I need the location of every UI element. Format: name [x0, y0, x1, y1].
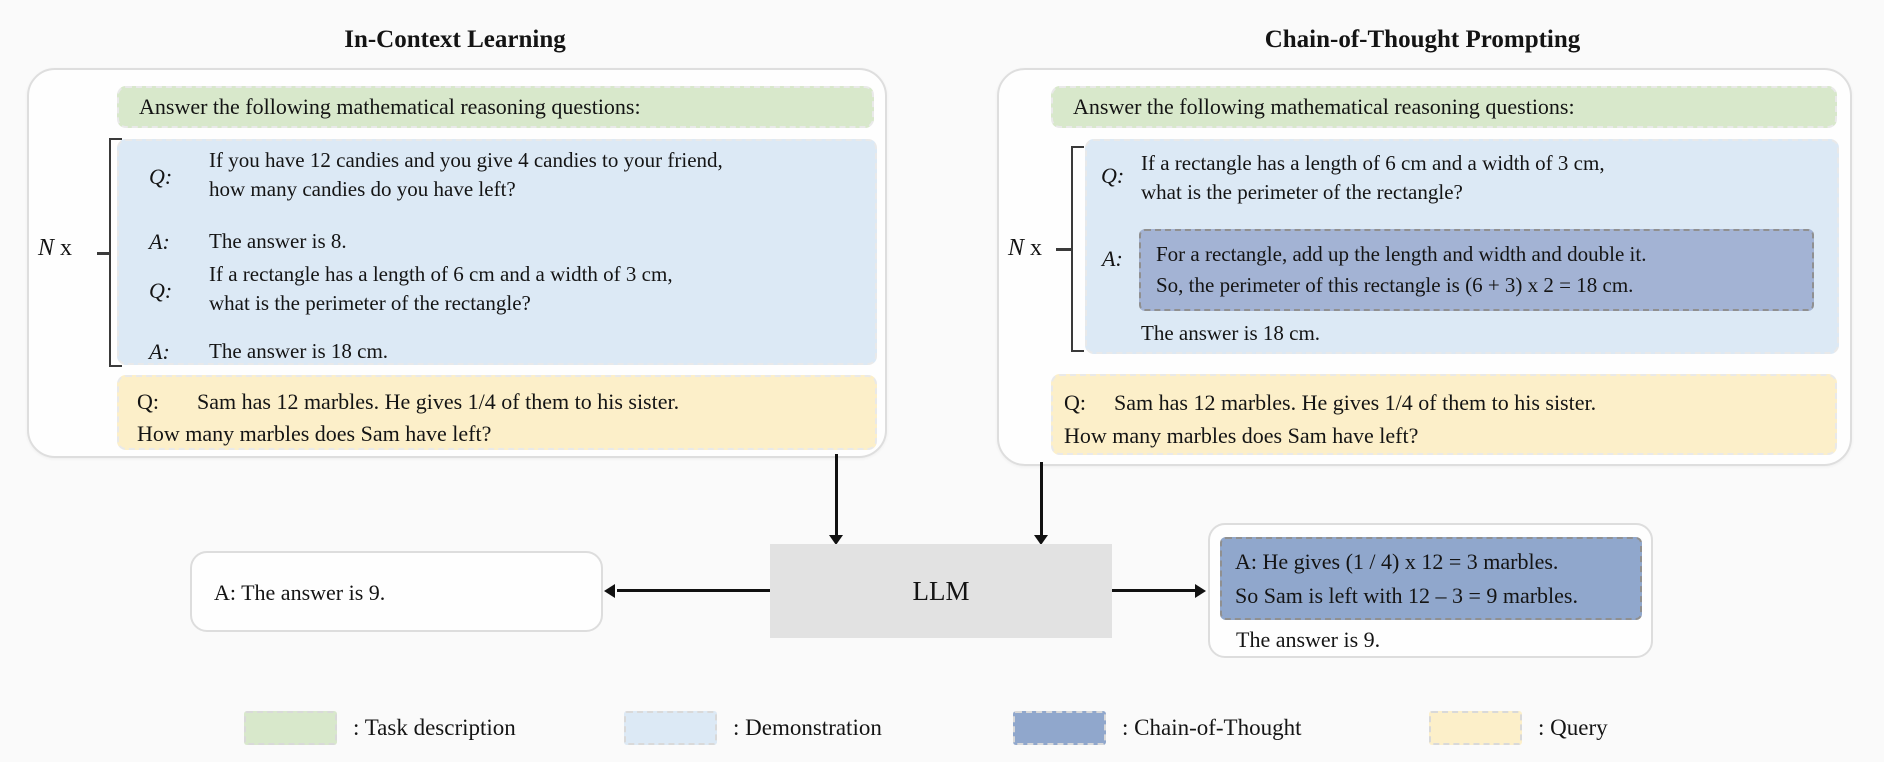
legend-label-demonstration: : Demonstration [733, 715, 882, 740]
cot-query-label: Q: [1064, 390, 1086, 415]
cot-answer-line: The answer is 18 cm. [1141, 321, 1321, 345]
legend-item-task-description: : Task description [244, 711, 516, 745]
cot-query-box: Q: Sam has 12 marbles. He gives 1/4 of t… [1051, 374, 1837, 455]
icl-query-box: Q: Sam has 12 marbles. He gives 1/4 of t… [117, 375, 877, 450]
icl-repeat-x: x [60, 235, 73, 261]
icl-demo-a2-label: A: [149, 339, 170, 364]
legend-label-task-description: : Task description [353, 715, 516, 740]
icl-task-description-text: Answer the following mathematical reason… [139, 94, 641, 119]
icl-to-llm-arrowhead-icon [829, 535, 843, 545]
cot-repeat-n: N [1008, 235, 1025, 261]
cot-query-line2: How many marbles does Sam have left? [1064, 423, 1419, 448]
cot-q-line2: what is the perimeter of the rectangle? [1141, 180, 1463, 204]
legend-label-chain-of-thought: : Chain-of-Thought [1122, 715, 1302, 740]
cot-output-chain-line1: A: He gives (1 / 4) x 12 = 3 marbles. [1235, 549, 1559, 574]
cot-output-box: A: He gives (1 / 4) x 12 = 3 marbles. So… [1208, 523, 1653, 658]
icl-query-label: Q: [137, 389, 159, 414]
legend-item-query: : Query [1429, 711, 1608, 745]
cot-output-chain-box: A: He gives (1 / 4) x 12 = 3 marbles. So… [1220, 537, 1642, 620]
icl-demo-q1-line2: how many candies do you have left? [209, 177, 516, 201]
cot-q-label: Q: [1101, 163, 1125, 188]
icl-repeat-n: N [38, 235, 55, 261]
llm-to-icl-output-arrowhead-icon [604, 584, 615, 598]
cot-task-description-box: Answer the following mathematical reason… [1051, 86, 1837, 128]
cot-chain-of-thought-box: For a rectangle, add up the length and w… [1139, 229, 1814, 311]
cot-repeat-connector [1056, 248, 1071, 251]
panel-cot: Answer the following mathematical reason… [997, 68, 1852, 466]
cot-output-final-text: The answer is 9. [1236, 627, 1381, 652]
cot-repeat-bracket [1071, 146, 1084, 352]
cot-output-chain-line2: So Sam is left with 12 – 3 = 9 marbles. [1235, 583, 1578, 608]
icl-task-description-box: Answer the following mathematical reason… [117, 86, 874, 128]
icl-repeat-bracket [109, 138, 122, 367]
legend-item-chain-of-thought: : Chain-of-Thought [1013, 711, 1302, 745]
cot-chain-line2: So, the perimeter of this rectangle is (… [1156, 273, 1634, 297]
icl-to-llm-arrow-line [835, 454, 838, 536]
icl-output-text: A: The answer is 9. [214, 580, 386, 605]
icl-demonstration-box: Q: If you have 12 candies and you give 4… [117, 139, 877, 365]
icl-demo-a1-label: A: [149, 229, 170, 254]
llm-box: LLM [770, 544, 1112, 638]
llm-to-icl-output-arrow-line [617, 589, 770, 592]
icl-query-line2: How many marbles does Sam have left? [137, 421, 492, 446]
icl-demo-q2-line2: what is the perimeter of the rectangle? [209, 291, 531, 315]
llm-label: LLM [912, 575, 970, 606]
panel-title-icl: In-Context Learning [344, 26, 566, 53]
legend-label-query: : Query [1538, 715, 1608, 740]
icl-demo-q1-label: Q: [149, 164, 173, 189]
icl-query-line1: Sam has 12 marbles. He gives 1/4 of them… [197, 389, 680, 414]
cot-a-label: A: [1102, 246, 1123, 271]
icl-demo-a2-text: The answer is 18 cm. [209, 339, 389, 363]
cot-task-description-text: Answer the following mathematical reason… [1073, 94, 1575, 119]
cot-demonstration-box: Q: If a rectangle has a length of 6 cm a… [1085, 139, 1839, 354]
demonstration-swatch [624, 711, 717, 745]
cot-repeat-label: N x [1008, 235, 1042, 261]
task-description-swatch [244, 711, 337, 745]
llm-to-cot-output-arrow-line [1112, 589, 1196, 592]
icl-output-box: A: The answer is 9. [190, 551, 603, 632]
panel-icl: Answer the following mathematical reason… [27, 68, 887, 458]
query-swatch [1429, 711, 1522, 745]
cot-to-llm-arrow-line [1040, 462, 1043, 536]
cot-to-llm-arrowhead-icon [1034, 535, 1048, 545]
cot-repeat-x: x [1030, 235, 1043, 261]
chain-of-thought-swatch [1013, 711, 1106, 745]
icl-repeat-label: N x [38, 235, 72, 261]
llm-to-cot-output-arrowhead-icon [1195, 584, 1206, 598]
icl-demo-q1-line1: If you have 12 candies and you give 4 ca… [209, 148, 723, 172]
legend-item-demonstration: : Demonstration [624, 711, 882, 745]
panel-title-cot: Chain-of-Thought Prompting [1264, 26, 1581, 53]
cot-q-line1: If a rectangle has a length of 6 cm and … [1141, 151, 1605, 175]
icl-demo-q2-label: Q: [149, 278, 173, 303]
icl-demo-q2-line1: If a rectangle has a length of 6 cm and … [209, 262, 673, 286]
cot-chain-line1: For a rectangle, add up the length and w… [1156, 242, 1647, 266]
icl-demo-a1-text: The answer is 8. [209, 229, 347, 253]
icl-repeat-connector [97, 252, 109, 255]
cot-query-line1: Sam has 12 marbles. He gives 1/4 of them… [1114, 390, 1597, 415]
